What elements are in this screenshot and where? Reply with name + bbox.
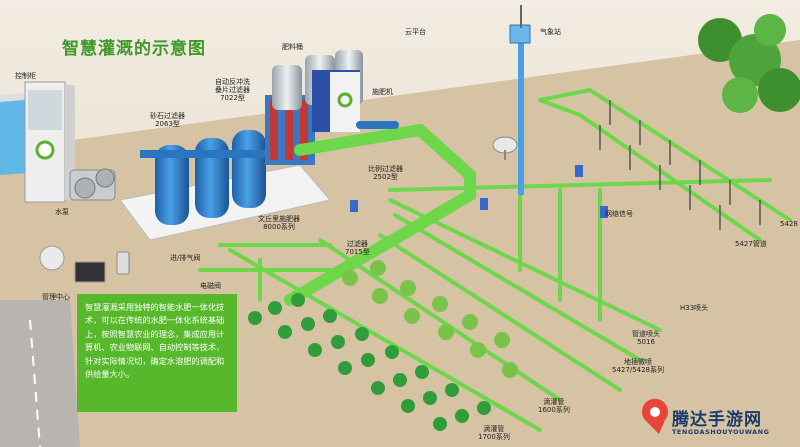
satellite-dish bbox=[492, 136, 518, 160]
label-drip-line: 滴灌管 1600系列 bbox=[538, 398, 570, 415]
label-nozzle: H33喷头 bbox=[680, 304, 709, 312]
management-center bbox=[39, 245, 130, 283]
label-lateral: 地插微喷 5427/5428系列 bbox=[612, 358, 664, 375]
label-weather-station: 气象站 bbox=[540, 28, 561, 36]
label-pipe-5427: 5427管道 bbox=[735, 240, 767, 248]
fertigation-machine bbox=[312, 70, 360, 132]
label-backwash-filter: 自动反冲洗 叠片过滤器 7022型 bbox=[215, 78, 250, 103]
field-trees bbox=[342, 260, 518, 378]
main-pipe bbox=[284, 121, 476, 306]
label-mgmt-center: 管理中心 bbox=[42, 293, 70, 301]
label-fertigation: 施肥机 bbox=[372, 88, 393, 96]
label-fertilizer-tank: 肥料桶 bbox=[282, 43, 303, 51]
label-filter-7015: 过滤器 7015型 bbox=[345, 240, 370, 257]
sensor-devices bbox=[350, 165, 608, 218]
sand-filter-tanks bbox=[140, 130, 290, 225]
label-pump: 水泵 bbox=[55, 208, 69, 216]
label-network-signal: 网络信号 bbox=[605, 210, 633, 218]
watermark-logo bbox=[641, 398, 669, 434]
crop-bushes bbox=[248, 293, 491, 431]
label-control-cabinet: 控制柜 bbox=[15, 72, 36, 80]
label-cloud-platform: 云平台 bbox=[405, 28, 426, 36]
label-dripper: 管道喷头 5016 bbox=[632, 330, 660, 347]
label-sand-filter: 砂石过滤器 2063型 bbox=[150, 112, 185, 129]
label-intake-valve: 进/排气阀 bbox=[170, 254, 201, 262]
label-bypass-filter: 比例过滤器 2502型 bbox=[368, 165, 403, 182]
weather-station bbox=[509, 5, 531, 195]
road-marking bbox=[29, 319, 41, 447]
info-box: 智慧灌溉采用独特的智能水肥一体化技术，可以在传统的水肥一体化系统基础上，按照智慧… bbox=[77, 294, 237, 412]
water-pumps bbox=[69, 168, 116, 201]
watermark-name: 腾达手游网 bbox=[672, 410, 762, 430]
watermark-url: TENGDASHOUYOUWANG bbox=[672, 428, 770, 436]
label-drip-line-2: 滴灌管 1700系列 bbox=[478, 425, 510, 442]
label-solenoid-valve: 电磁阀 bbox=[200, 282, 221, 290]
label-pipe-5428: 5428 bbox=[780, 220, 798, 228]
diagram-title: 智慧灌溉的示意图 bbox=[62, 39, 206, 59]
label-venturi: 文丘里施肥器 8000系列 bbox=[258, 215, 300, 232]
hanging-sprinklers bbox=[599, 100, 761, 230]
control-cabinet bbox=[24, 81, 75, 203]
road bbox=[0, 300, 80, 447]
background-trees bbox=[698, 14, 800, 113]
